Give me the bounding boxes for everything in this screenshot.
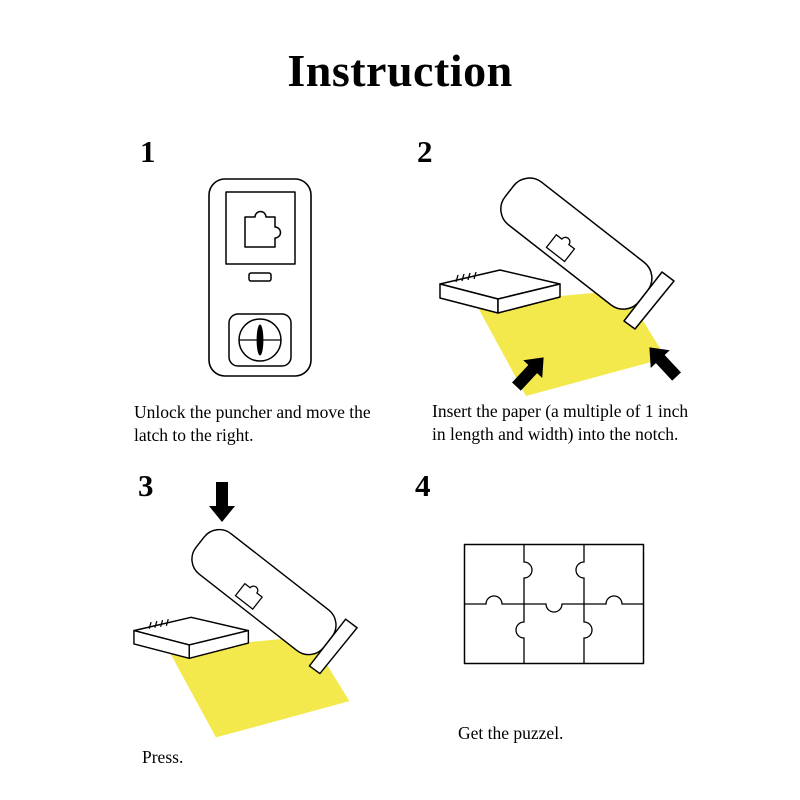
- puncher-arm: [191, 528, 358, 675]
- puncher-3d-illustration: [439, 177, 675, 396]
- punch-head: [623, 271, 675, 330]
- puncher-top-view-illustration: [208, 178, 312, 377]
- vent-lines: [148, 619, 169, 629]
- insert-arrow-right-icon: [649, 347, 682, 381]
- step-3-number: 3: [138, 468, 154, 503]
- puzzle-seam-horizontal: [464, 595, 644, 613]
- step-1: 1 Unlock the puncher and move the latch …: [130, 130, 425, 470]
- puzzle-seam-vertical-2: [575, 544, 593, 664]
- puncher-body-outline: [208, 178, 312, 377]
- vent-lines: [455, 271, 477, 283]
- caption-line: Insert the paper (a multiple of 1 inch: [432, 401, 689, 421]
- latch-knob: [256, 324, 264, 356]
- step-4-caption: Get the puzzel.: [458, 722, 678, 745]
- press-down-arrow-icon: [209, 482, 235, 522]
- punch-window: [225, 191, 296, 265]
- latch-dial: [238, 318, 282, 362]
- punch-head: [308, 618, 358, 675]
- puncher-3d-illustration: [133, 528, 358, 738]
- step-1-caption: Unlock the puncher and move the latch to…: [134, 401, 419, 447]
- step-4-number: 4: [415, 468, 431, 503]
- base-side-face: [497, 283, 561, 314]
- insert-arrow-left-icon: [511, 357, 544, 391]
- paper-sheet: [168, 636, 350, 738]
- step-2-number: 2: [417, 134, 433, 169]
- step-3: 3 Press.: [126, 464, 421, 784]
- step-2: 2: [415, 130, 730, 470]
- page-title: Instruction: [287, 45, 513, 96]
- puncher-arm: [500, 177, 675, 330]
- puncher-base: [133, 616, 250, 659]
- step-4: 4 Get the puzzel.: [413, 464, 698, 774]
- step-1-number: 1: [140, 134, 156, 169]
- step-2-caption: Insert the paper (a multiple of 1 inch i…: [432, 400, 732, 446]
- caption-line: latch to the right.: [134, 425, 254, 446]
- latch-housing: [228, 313, 292, 367]
- puzzle-cutout: [234, 582, 264, 611]
- caption-line: in length and width) into the notch.: [432, 424, 679, 445]
- caption-line: Unlock the puncher and move the: [134, 402, 371, 422]
- caption-line: Get the puzzel.: [458, 723, 564, 743]
- puzzle-grid-illustration: [463, 543, 645, 665]
- caption-line: Press.: [142, 747, 184, 767]
- puzzle-cutout: [244, 210, 282, 248]
- step-3-caption: Press.: [142, 746, 342, 769]
- base-side-face: [188, 629, 250, 659]
- paper-sheet: [476, 290, 666, 396]
- puncher-base: [439, 269, 561, 314]
- puzzle-seam-vertical-1: [515, 544, 533, 664]
- paper-slot: [248, 272, 272, 282]
- puzzle-outline: [463, 543, 645, 665]
- puzzle-cutout: [545, 233, 576, 263]
